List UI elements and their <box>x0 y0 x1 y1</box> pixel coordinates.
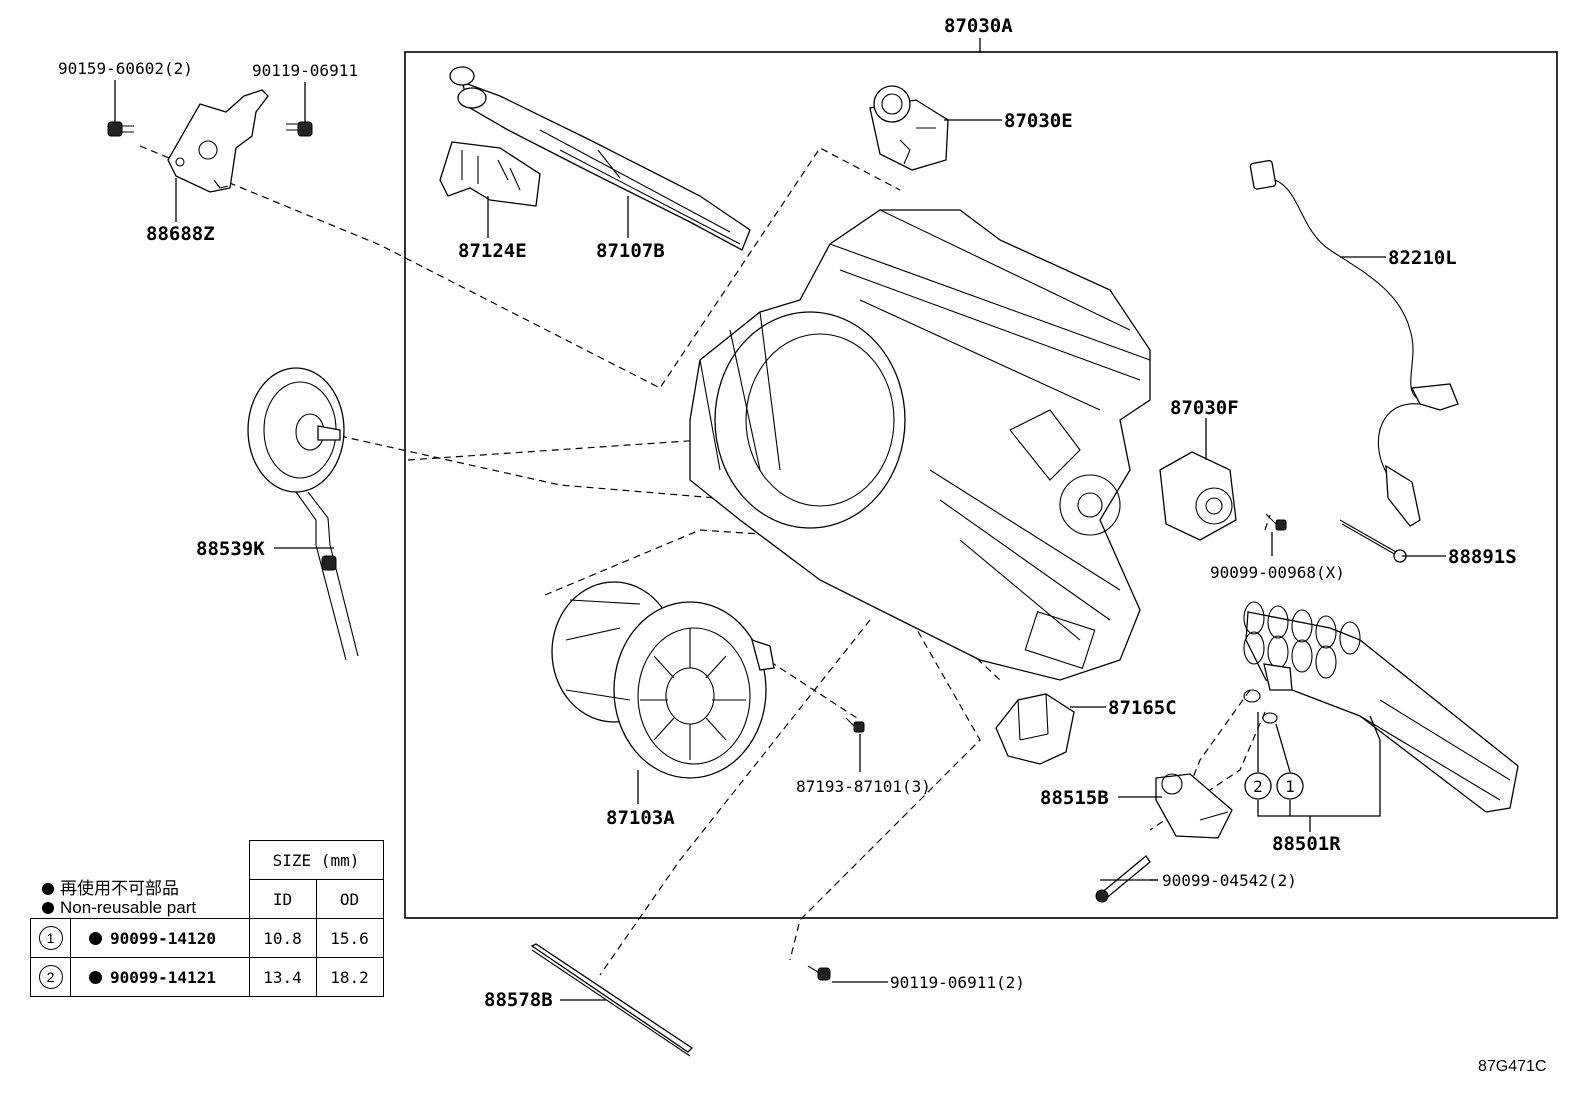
label-88515b: 88515B <box>1040 787 1109 809</box>
motor-88539k <box>247 367 359 661</box>
label-90119-06911-2: 90119-06911(2) <box>890 973 1025 992</box>
blower-housing <box>689 209 1151 681</box>
col-id-header: ID <box>248 879 317 919</box>
valve-88515b <box>1155 773 1233 839</box>
servo-87030e <box>869 85 949 171</box>
assembly-frame <box>404 51 1558 919</box>
label-87103a: 87103A <box>606 807 675 829</box>
row-od: 15.6 <box>315 918 384 958</box>
label-90099-04542: 90099-04542(2) <box>1162 871 1297 890</box>
label-82210l: 82210L <box>1388 247 1457 269</box>
label-87030e: 87030E <box>1004 110 1073 132</box>
label-87030a: 87030A <box>944 15 1013 37</box>
table-row: 1 90099-14120 10.8 15.6 <box>30 918 384 958</box>
bracket-87124e <box>439 141 541 207</box>
harness-82210l <box>1249 159 1459 527</box>
bracket-88688z <box>167 89 269 193</box>
label-88539k: 88539K <box>196 538 265 560</box>
label-88578b: 88578B <box>484 989 553 1011</box>
non-reusable-dot-icon <box>89 970 102 984</box>
non-reusable-dot-icon <box>89 931 102 945</box>
resistor-87165c <box>995 693 1075 765</box>
sensor-88891s <box>1339 519 1407 563</box>
row-mark: 2 <box>38 965 63 989</box>
col-od-header: OD <box>315 879 384 919</box>
legend-note-jp: 再使用不可部品 <box>42 874 179 899</box>
row-id: 13.4 <box>248 957 317 997</box>
legend-note-en: Non-reusable part <box>42 898 196 918</box>
label-87030f: 87030F <box>1170 397 1239 419</box>
callout-circle-1-text: 1 <box>1285 777 1295 796</box>
bolt-90099-04542 <box>1095 855 1151 903</box>
label-88891s: 88891S <box>1448 546 1517 568</box>
non-reusable-dot-icon <box>42 902 54 914</box>
diagram-code: 87G471C <box>1478 1058 1547 1075</box>
screw-90159 <box>107 121 134 137</box>
size-table: SIZE (mm) ID OD 1 90099-14120 10.8 15.6 … <box>30 840 384 997</box>
o-ring-1 <box>1262 712 1278 724</box>
screw-87193 <box>845 717 865 733</box>
callout-circle-2: 2 <box>1244 772 1272 800</box>
label-87124e: 87124E <box>458 240 527 262</box>
callout-circle-1: 1 <box>1276 772 1304 800</box>
label-87165c: 87165C <box>1108 697 1177 719</box>
servo-87030f <box>1159 451 1237 541</box>
screw-90099-00968 <box>1265 513 1287 531</box>
non-reusable-dot-icon <box>42 883 54 895</box>
label-88688z: 88688Z <box>146 223 215 245</box>
label-90099-00968: 90099-00968(X) <box>1210 563 1345 582</box>
leader-lines <box>114 80 1446 1001</box>
label-90159-60602: 90159-60602(2) <box>58 59 193 78</box>
table-row: 2 90099-14121 13.4 18.2 <box>30 957 384 997</box>
size-header: SIZE (mm) <box>248 840 384 880</box>
callout-circle-2-text: 2 <box>1253 777 1263 796</box>
evaporator-88501r <box>1243 601 1519 813</box>
row-od: 18.2 <box>315 957 384 997</box>
row-id: 10.8 <box>248 918 317 958</box>
row-part-number: 90099-14121 <box>110 967 216 987</box>
label-87193-87101: 87193-87101(3) <box>796 777 931 796</box>
duct-87107b <box>449 66 751 251</box>
seal-88578b <box>530 943 694 1057</box>
row-mark: 1 <box>38 926 63 950</box>
row-part-number: 90099-14120 <box>110 928 216 948</box>
label-87107b: 87107B <box>596 240 665 262</box>
legend: 再使用不可部品 Non-reusable part SIZE (mm) ID O… <box>30 840 386 1008</box>
label-90119-06911: 90119-06911 <box>252 61 358 80</box>
label-88501r: 88501R <box>1272 833 1341 855</box>
screw-90119a <box>286 121 313 137</box>
o-ring-2 <box>1243 689 1261 703</box>
fan-87103a <box>551 581 775 779</box>
screw-90119b <box>807 965 831 981</box>
